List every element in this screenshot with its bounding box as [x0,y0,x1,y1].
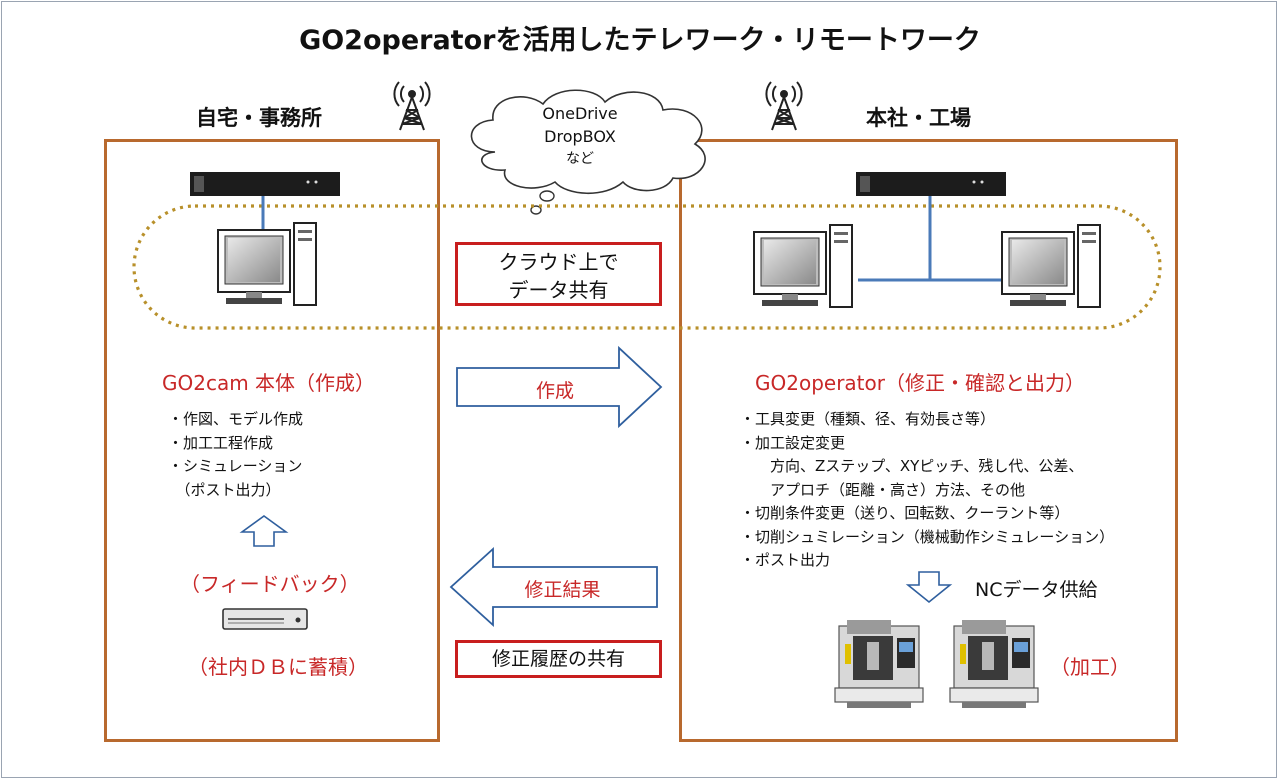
list-item: （ポスト出力） [168,480,281,499]
create-right-arrow-icon [456,345,663,429]
create-arrow-label: 作成 [535,380,574,402]
go2operator-title: GO2operator（修正・確認と出力） [755,371,1085,395]
right-server-pcs [753,172,1101,308]
list-item: ・シミュレーション [168,457,303,475]
list-item: 方向、Zステップ、XYピッチ、残し代、公差、 [740,457,1084,475]
left-server-pc [190,172,340,306]
list-item: ・加工設定変更 [740,433,846,452]
list-item: ・作図、モデル作成 [168,410,304,428]
right-feature-list: ・工具変更（種類、径、有効長さ等） ・加工設定変更 方向、Zステップ、XYピッチ… [740,408,1114,573]
headquarters-factory-box [679,139,1178,742]
list-item: ・工具変更（種類、径、有効長さ等） [740,410,996,428]
machining-label: （加工） [1050,655,1130,679]
feedback-label: （フィードバック） [180,572,360,596]
list-item: ・切削条件変更（送り、回転数、クーラント等） [740,504,1070,522]
antenna-icon [393,81,431,131]
cloud-share-line1: クラウド上で [498,250,619,274]
left-feature-list: ・作図、モデル作成 ・加工工程作成 ・シミュレーション （ポスト出力） [168,408,303,502]
cloud-icon [470,89,706,215]
antenna-icon [765,81,803,131]
db-store-label: （社内ＤＢに蓄積） [188,655,368,679]
go2cam-title: GO2cam 本体（作成） [162,371,376,395]
home-office-box [104,139,440,742]
list-item: ・加工工程作成 [168,433,274,452]
fix-result-arrow-label: 修正結果 [524,579,601,601]
cnc-machine-icon [949,620,1039,708]
list-item: ・ポスト出力 [740,551,831,569]
left-section-label: 自宅・事務所 [196,106,322,130]
list-item: ・切削シュミレーション（機械動作シミュレーション） [740,527,1115,546]
nc-data-supply-label: NCデータ供給 [975,579,1098,601]
cloud-data-share-box: クラウド上で データ共有 [455,242,662,306]
list-item: アプロチ（距離・高さ）方法、その他 [740,480,1026,499]
cloud-line-etc: など [566,151,594,167]
nc-supply-down-arrow-icon [905,571,953,604]
cloud-line-onedrive: OneDrive [542,104,618,123]
database-server-icon [222,608,308,630]
cloud-line-dropbox: DropBOX [544,127,616,146]
cloud-services-text: OneDrive DropBOX など [495,102,665,171]
cloud-share-line2: データ共有 [508,278,609,302]
feedback-up-arrow-icon [239,515,289,547]
fix-result-left-arrow-icon [449,546,658,628]
fix-history-share-box: 修正履歴の共有 [455,640,662,678]
cnc-machine-icon [834,620,924,708]
right-section-label: 本社・工場 [866,106,971,130]
page-title: GO2operatorを活用したテレワーク・リモートワーク [299,25,981,56]
